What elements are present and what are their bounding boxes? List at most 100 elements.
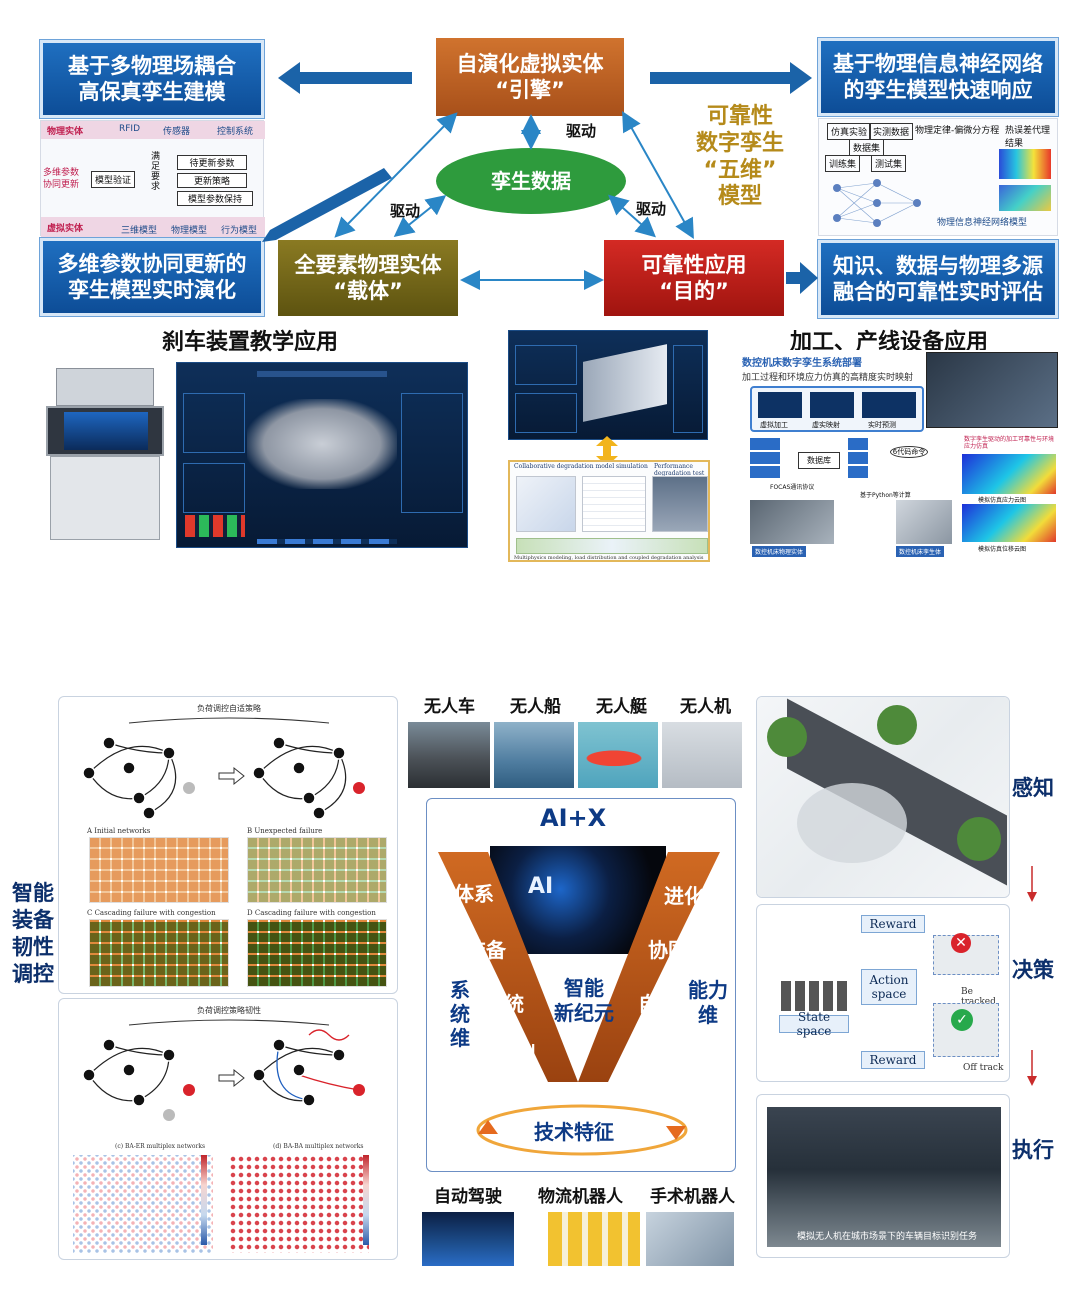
heatmap-a (89, 837, 229, 903)
heatmap-c (89, 919, 229, 987)
rd-nn-graph (833, 179, 921, 227)
vehicle-label-car: 无人车 (424, 697, 475, 717)
arrow-down-2 (1027, 1050, 1037, 1086)
five-dim-1: 可靠性 (706, 104, 773, 129)
ld-shape: 三维模型 (121, 226, 158, 236)
rd-train: 训练集 (825, 155, 861, 172)
execution-label: 执行 (1012, 1138, 1054, 1162)
cnc-panel: 数控机床数字孪生系统部署 加工过程和环境应力仿真的高精度实时映射 虚拟加工 虚实… (740, 350, 1058, 557)
box-tl-line2: 高保真孪生建模 (78, 80, 226, 104)
action-space: Action space (861, 969, 917, 1005)
ld-physics: 物理模型 (171, 226, 208, 236)
v-right-2: 协同 (648, 938, 688, 962)
app-label-driving: 自动驾驶 (434, 1187, 502, 1207)
cnc-box-python: 基于Python等计算 (860, 492, 911, 499)
ld-control: 控制系统 (217, 127, 254, 137)
vehicle-label-boat: 无人艇 (596, 697, 647, 717)
carrier-box: 全要素物理实体 “载体” (278, 240, 458, 316)
rd-thermal: 热误差代理结果 (1005, 126, 1051, 149)
v-center: 智能 新纪元 (554, 976, 614, 1026)
net-label-a: A Initial networks (87, 827, 151, 835)
ld-keep: 模型参数保持 (177, 191, 253, 206)
perception-label: 感知 (1012, 776, 1054, 800)
arrow-down-1 (1027, 866, 1037, 902)
five-dim-2: 数字孪生 (695, 130, 784, 156)
reward-top: Reward (861, 915, 925, 933)
network-panel-upper: 负荷调控自适策略 A Initial networks B Unexpected… (58, 696, 398, 994)
box-br-line1: 知识、数据与物理多源 (833, 253, 1043, 278)
top-arrows (262, 62, 818, 294)
app-img-surgery (646, 1212, 734, 1266)
resilience-4: 调控 (12, 961, 54, 986)
right-model-diagram: 仿真实验 实测数据 数据集 训练集 测试集 物理定律-偏微分方程 热误差代理结果… (818, 118, 1058, 236)
tracked-label: Be tracked (961, 987, 996, 1007)
v-right-3: 自主 (638, 992, 678, 1016)
left-model-diagram: 物理实体 RFID 传感器 控制系统 多维参数 协同更新 模型验证 满足要求 待… (40, 120, 265, 237)
v-shape (438, 852, 720, 1082)
net-title-1: 负荷调控自适策略 (197, 704, 261, 713)
brake-dashboard (176, 362, 468, 548)
five-dim-4: 模型 (717, 184, 762, 210)
ld-sensor: 传感器 (163, 127, 191, 137)
five-dim-title: 可靠性 数字孪生 “五维” 模型 (680, 104, 800, 211)
app-img-logistics (548, 1212, 640, 1266)
brake-cabinet (46, 368, 164, 540)
cnc-box-twin: 数控机床孪生体 (896, 546, 945, 557)
tech-cycle (476, 1104, 688, 1156)
drive-label-top: 驱动 (566, 122, 597, 140)
box-top-left: 基于多物理场耦合 高保真孪生建模 (40, 40, 264, 118)
box-top-right: 基于物理信息神经网络 的孪生模型快速响应 (818, 38, 1058, 116)
vehicle-img-ship (494, 722, 574, 788)
engine-line1: 自演化虚拟实体 (456, 51, 604, 76)
ld-multi: 多维参数 (43, 168, 80, 178)
brake-title: 刹车装置教学应用 (162, 330, 339, 355)
twin-data-label: 孪生数据 (491, 168, 571, 193)
vehicle-img-car (408, 722, 490, 788)
v-left-outer: 系 统 维 (450, 978, 470, 1050)
vehicle-img-drone (662, 722, 742, 788)
tracked-x-icon: ✕ (951, 933, 971, 953)
reward-bottom: Reward (861, 1051, 925, 1069)
ai-image-label: AI (528, 874, 554, 899)
box-bl-line2: 孪生模型实时演化 (68, 278, 236, 302)
purpose-line1: 可靠性应用 (641, 252, 747, 277)
twin-data-ellipse: 孪生数据 (436, 148, 626, 214)
resilience-2: 装备 (12, 907, 54, 932)
rd-sim: 仿真实验 (827, 123, 872, 140)
net-bottom-label-d: (d) BA-BA multiplex networks (273, 1143, 364, 1150)
state-space-img (781, 981, 847, 1011)
v-right-4: 智能 (624, 1044, 664, 1068)
v-right-outer-2: 维 (698, 1003, 718, 1027)
carrier-line1: 全要素物理实体 (294, 252, 442, 277)
cnc-stress-label: 模拟仿真应力云图 (978, 497, 1027, 504)
rd-dataset: 数据集 (849, 139, 885, 156)
resilience-3: 韧性 (12, 934, 54, 959)
center-dashboard (508, 330, 708, 440)
v-left-1: 体系 (454, 882, 494, 906)
cnc-box-gcode: 6代码命令 (890, 446, 928, 458)
box-br-line2: 融合的可靠性实时评估 (833, 280, 1043, 304)
box-bl-line1: 多维参数协同更新的 (57, 251, 247, 276)
rd-exp: 实测数据 (869, 123, 914, 140)
v-right-outer: 能力 维 (688, 978, 728, 1028)
v-left-2: 装备 (466, 938, 506, 962)
ld-verify: 模型验证 (91, 171, 136, 188)
net-bottom-label-c: (c) BA-ER multiplex networks (115, 1143, 206, 1150)
v-left-outer-2: 统 (450, 1002, 470, 1026)
v-right-outer-1: 能力 (688, 978, 728, 1002)
five-dim-3: “五维” (703, 157, 777, 183)
center-bottom-caption: Multiphysics modeling, load distribution… (514, 555, 704, 561)
v-left-outer-1: 系 (450, 978, 470, 1002)
box-tl-line1: 基于多物理场耦合 (68, 53, 236, 78)
cnc-right-title: 数字孪生驱动的加工可靠性与环境应力仿真 (964, 436, 1055, 451)
tech-label: 技术特征 (534, 1120, 614, 1144)
box-bottom-left: 多维参数协同更新的 孪生模型实时演化 (40, 238, 264, 316)
ld-virtual: 虚拟实体 (47, 224, 84, 234)
carrier-line2: “载体” (333, 279, 403, 303)
center-degradation-panel: Collaborative degradation model simulati… (508, 460, 710, 562)
scatter-3d-d (229, 1155, 369, 1253)
ld-to-update: 待更新参数 (177, 155, 247, 170)
cnc-box-predict: 实时预测 (868, 421, 896, 429)
decision-panel: Reward Action space Reward State space ✕… (756, 904, 1010, 1082)
engine-box: 自演化虚拟实体 “引擎” (436, 38, 624, 116)
